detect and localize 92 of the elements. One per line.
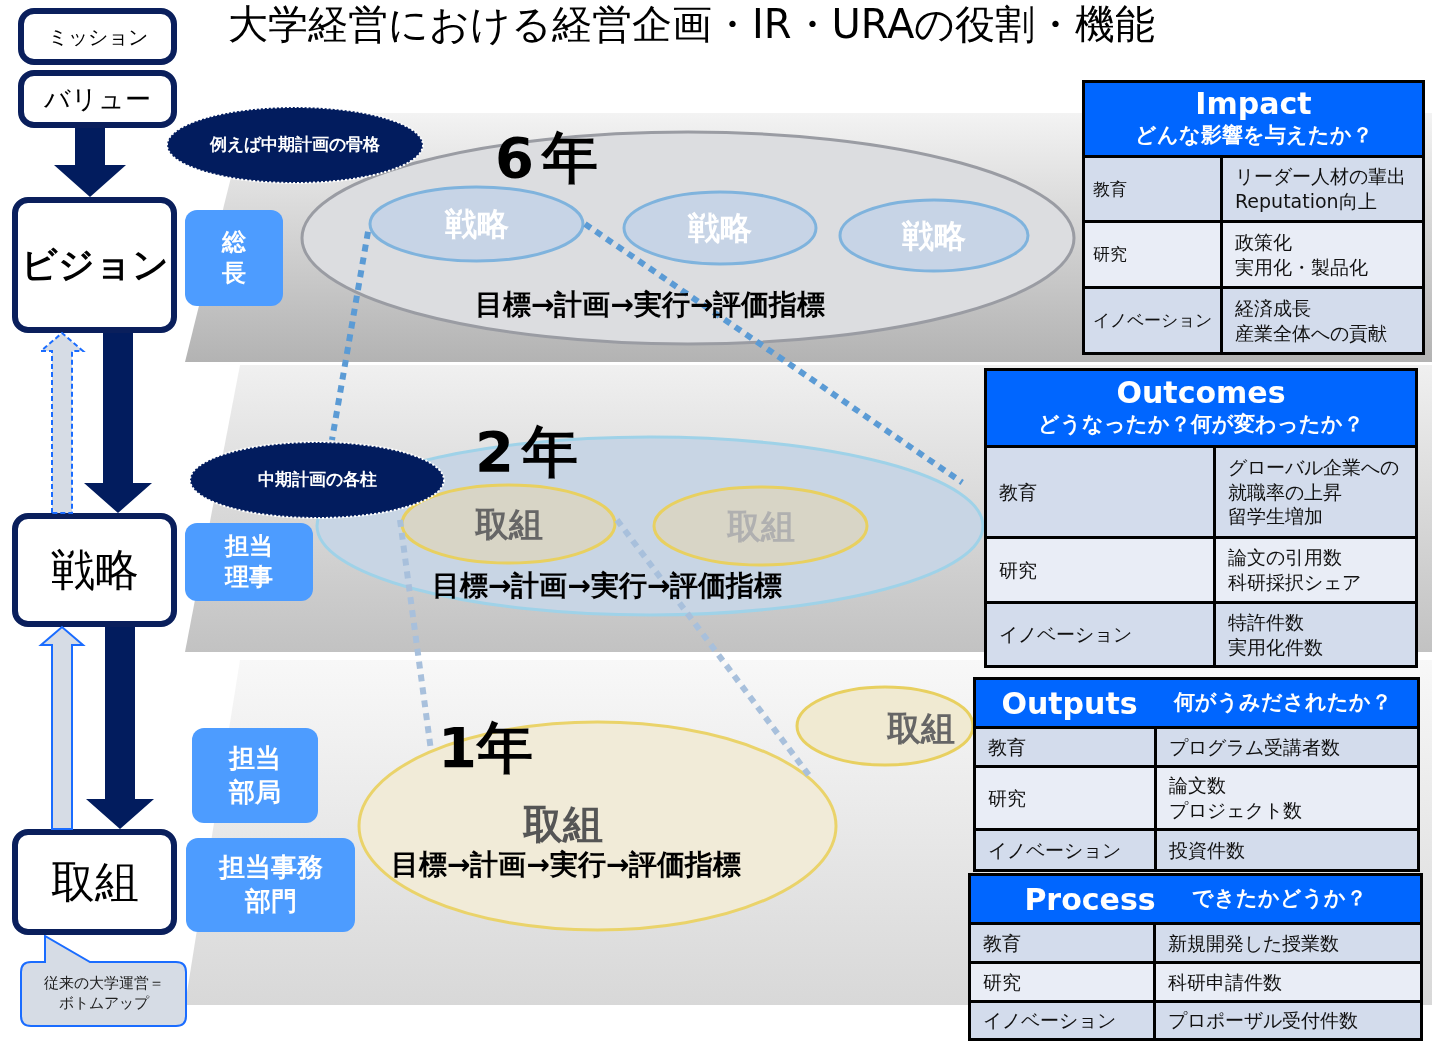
node-label: 目標→計画→実行→評価指標 (391, 847, 742, 883)
node-label: 1年 (438, 714, 533, 782)
role-box (185, 210, 283, 306)
metrics-table (968, 873, 1423, 1041)
role-box (186, 838, 355, 932)
node-label: 担当事務部門 (218, 851, 323, 918)
process-box (18, 70, 177, 128)
cell-text: 研究 (983, 969, 1021, 995)
node-label: 総長 (222, 226, 246, 289)
cell-text: 科研採択シェア (1228, 570, 1361, 595)
cell-text: 経済成長 (1235, 295, 1311, 321)
metrics-table (1082, 80, 1425, 355)
node-label: 戦略 (688, 208, 752, 249)
node-label: 取組 (887, 707, 955, 750)
cell-text: Reputation向上 (1235, 189, 1377, 214)
cell-text: 教育 (983, 930, 1021, 956)
strategy-ellipse (838, 198, 1030, 273)
cell-text: 実用化件数 (1228, 634, 1323, 660)
cell-text: 科研申請件数 (1168, 969, 1282, 995)
oval-label (188, 440, 446, 520)
initiative-ellipse (652, 485, 869, 567)
cell-text: イノベーション (988, 837, 1121, 863)
table-title: Outcomes (1116, 375, 1286, 409)
process-box (12, 513, 177, 627)
role-box (185, 523, 313, 601)
block-arrow (86, 627, 154, 829)
cell-text: プログラム受講者数 (1169, 734, 1340, 760)
table-subtitle: どうなったか？何が変わったか？ (1038, 410, 1364, 438)
cell-text: 新規開発した授業数 (1168, 930, 1339, 956)
cell-text: 特許件数 (1228, 609, 1304, 635)
initiative-ellipse (400, 483, 617, 565)
table-title: Process (1024, 880, 1156, 919)
cell-text: 投資件数 (1169, 837, 1245, 863)
cell-text: グローバル企業への就職率の上昇 (1228, 454, 1400, 505)
cell-text: 論文数 (1169, 773, 1226, 798)
metrics-table (984, 368, 1418, 668)
strategy-ellipse (368, 185, 585, 263)
cell-text: 教育 (988, 734, 1026, 760)
hollow-arrow (38, 625, 86, 830)
metrics-table (973, 677, 1420, 872)
cell-text: リーダー人材の輩出 (1235, 164, 1406, 189)
block-arrow (54, 128, 126, 197)
cell-text: 教育 (999, 479, 1037, 505)
node-label: 6年 (495, 124, 606, 192)
node-label: 従来の大学運営＝ボトムアップ (43, 973, 166, 1014)
process-box (18, 8, 177, 65)
node-label: 目標→計画→実行→評価指標 (432, 568, 783, 604)
node-label: 取組 (50, 855, 139, 909)
node-label: 担当理事 (225, 530, 273, 593)
node-label: 担当部局 (229, 741, 281, 809)
strategy-ellipse (622, 190, 818, 266)
dotted-connector (583, 221, 964, 485)
node-label: 戦略 (50, 543, 139, 597)
dotted-connector (329, 231, 371, 441)
role-box (192, 728, 318, 823)
node-label: 取組 (474, 502, 543, 546)
node-label: 戦略 (444, 204, 509, 245)
node-label: バリュー (44, 82, 151, 116)
cell-text: 論文の引用数 (1228, 545, 1342, 570)
cell-text: 産業全体への貢献 (1235, 320, 1387, 346)
node-label: ミッション (47, 23, 148, 51)
cell-text: イノベーション (1093, 309, 1212, 332)
node-label: 戦略 (902, 215, 966, 257)
cell-text: プロジェクト数 (1169, 798, 1302, 823)
oval-label (165, 105, 425, 185)
table-subtitle: できたかどうか？ (1191, 885, 1367, 913)
speech-callout (20, 935, 187, 1027)
cell-text: イノベーション (983, 1008, 1116, 1033)
hollow-arrow (38, 331, 86, 514)
cell-text: 政策化 (1235, 229, 1292, 255)
process-box (12, 829, 177, 935)
cell-text: 研究 (1093, 243, 1127, 266)
page-title: 大学経営における経営企画・IR・URAの役割・機能 (228, 0, 1156, 49)
cell-text: 研究 (988, 785, 1026, 811)
node-label: 中期計画の各柱 (257, 468, 377, 492)
table-subtitle: 何がうみだされたか？ (1173, 689, 1392, 717)
node-label: 取組 (523, 800, 603, 849)
block-arrow (84, 333, 152, 513)
node-label: 例えば中期計画の骨格 (210, 133, 380, 157)
table-title: Impact (1195, 86, 1312, 120)
table-title: Outputs (1001, 684, 1138, 723)
cell-text: 教育 (1093, 177, 1127, 201)
cell-text: 研究 (999, 557, 1037, 583)
cell-text: 留学生増加 (1228, 504, 1323, 530)
cell-text: 実用化・製品化 (1235, 254, 1368, 280)
cell-text: イノベーション (999, 622, 1132, 647)
node-label: ビジョン (20, 243, 169, 287)
node-label: 2年 (475, 418, 586, 486)
cell-text: プロポーザル受付件数 (1168, 1008, 1358, 1033)
table-subtitle: どんな影響を与えたか？ (1134, 121, 1373, 149)
process-box (12, 197, 177, 333)
initiative-ellipse (795, 685, 975, 767)
